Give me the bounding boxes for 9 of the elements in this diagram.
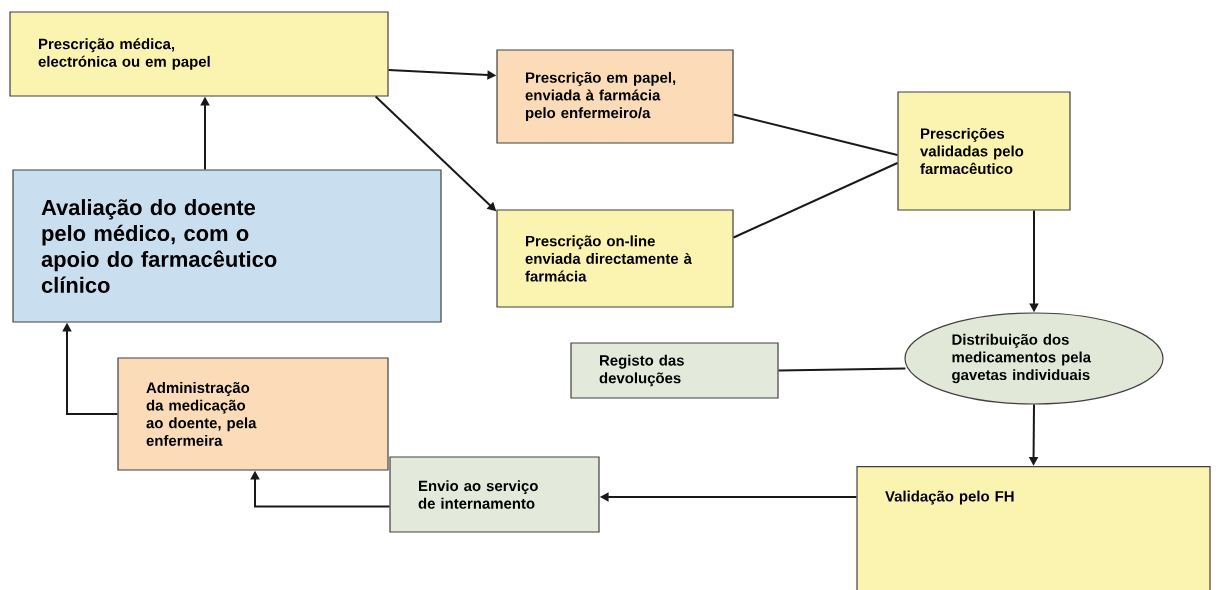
process-box: Prescrição médica, electrónica ou em papel: [9, 11, 389, 97]
process-box: Registo das devoluções: [570, 342, 779, 399]
process-box: Prescrição on-line enviada directamente à farmácia: [496, 209, 734, 308]
process-box: Prescrições validadas pelo farmacêutico: [897, 91, 1071, 211]
process-box: Prescrição em papel, enviada à farmácia pelo enfermeiro/a: [496, 49, 734, 144]
process-box: Envio ao serviço de internamento: [389, 456, 600, 533]
process-box: Validação pelo FH: [856, 466, 1211, 590]
process-box: Administração da medicação ao doente, pela enfermeira: [117, 357, 389, 471]
process-box: Avaliação do doente pelo médico, com o apoio do farmacêutico clínico: [12, 169, 442, 323]
